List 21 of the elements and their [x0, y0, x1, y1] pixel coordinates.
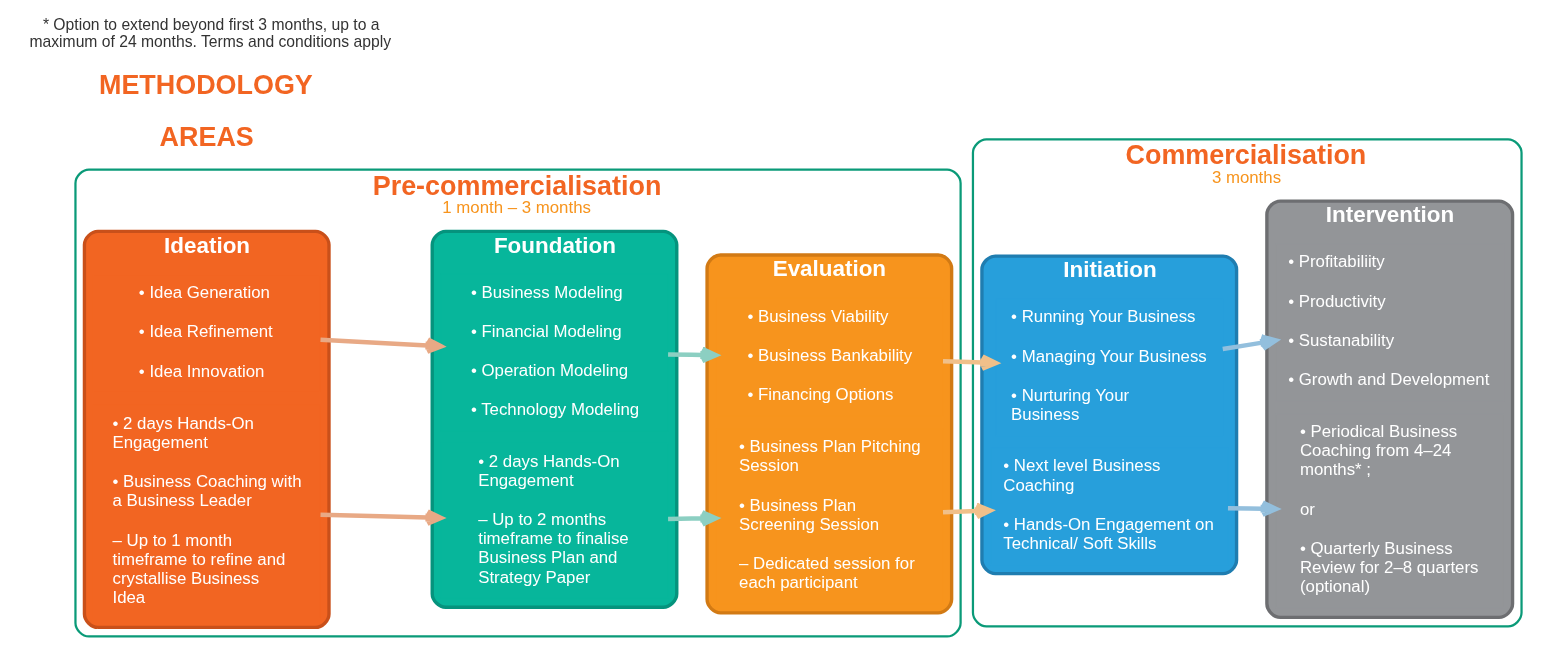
arrow [320, 337, 444, 354]
arrow [1222, 334, 1279, 352]
node-text: • 2 days Hands-On Engagement • Business Coaching with a Business Leader – Up to 1 month timeframe to refine and crystallise Business Idea [112, 413, 302, 607]
node-text: • Business Plan Pitching Session • Business Plan Screening Session – Dedicated session for each participant [739, 437, 921, 593]
arrow [320, 509, 444, 526]
arrow [942, 502, 993, 520]
arrow [1227, 500, 1279, 517]
node-text: • Periodical Business Coaching from 4–24 months* ; or • Quarterly Business Review for 2–8 quarters (optional) [1299, 422, 1479, 597]
arrow [668, 510, 719, 527]
node-text: • Idea Generation • Idea Refinement • Idea Innovation [138, 283, 273, 381]
node-text: • Profitabiliity • Productivity • Sustanability • Growth and Development [1288, 252, 1490, 390]
node-text: • Business Modeling • Financial Modeling • Operation Modeling • Technology Modeling [470, 282, 640, 420]
node-text: • Running Your Business • Managing Your Business • Nurturing Your Business [1011, 307, 1207, 424]
node-text: • 2 days Hands-On Engagement – Up to 2 months timeframe to finalise Business Plan and Strategy Paper [478, 451, 629, 587]
label: * Option to extend beyond first 3 months, up to a maximum of 24 months. Terms and conditions apply [29, 15, 392, 50]
node-text: • Business Viability • Business Bankability • Financing Options [747, 306, 913, 405]
label: METHODOLOGY [99, 69, 313, 100]
arrow [668, 346, 719, 364]
node-text: • Next level Business Coaching • Hands-On Engagement on Technical/ Soft Skills [1003, 456, 1214, 553]
arrow [942, 354, 999, 371]
label: AREAS [159, 122, 254, 153]
